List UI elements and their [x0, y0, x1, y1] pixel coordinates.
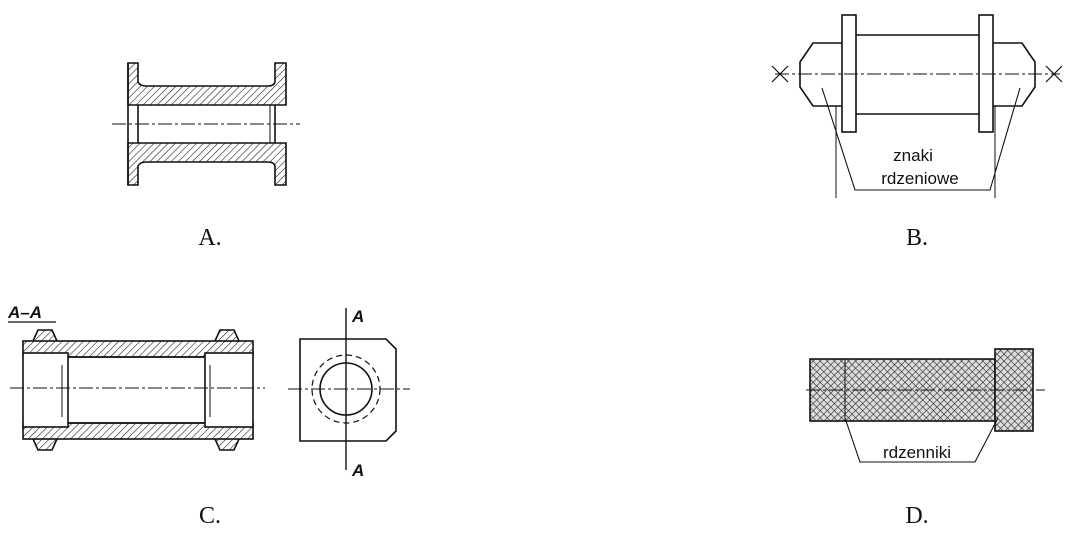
caption-b: B.: [905, 225, 928, 251]
core-prints-label-line2: rdzeniowe: [881, 169, 959, 188]
drawing-d-cores: [806, 348, 1045, 463]
cores-label: rdzenniki: [883, 443, 951, 462]
drawing-c-section: [10, 329, 265, 451]
drawing-c-end-view: [288, 308, 410, 470]
drawing-b-pattern: [771, 14, 1063, 198]
core-prints-label-line1: znaki: [893, 146, 933, 165]
section-label: A–A: [7, 303, 42, 322]
caption-c: C.: [198, 503, 221, 529]
cut-label-bottom: A: [351, 461, 364, 480]
caption-a: A.: [198, 225, 222, 251]
caption-d: D.: [905, 503, 929, 529]
drawing-a-flanged-sleeve: [112, 62, 300, 186]
cut-label-top: A: [351, 307, 364, 326]
